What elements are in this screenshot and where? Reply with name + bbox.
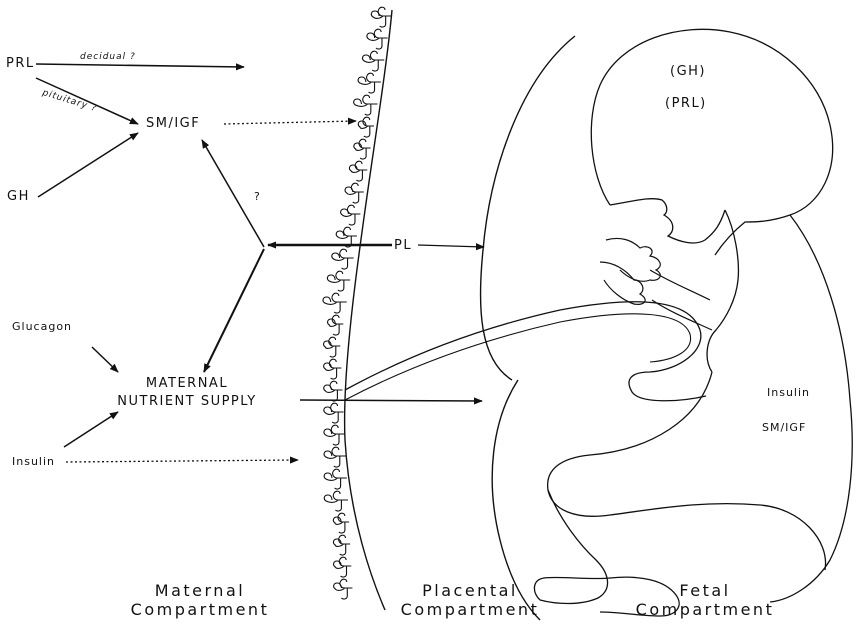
- caption-maternal: Maternal Compartment: [120, 581, 280, 619]
- label-fetal-gh: (GH): [670, 64, 706, 79]
- label-pl: PL: [394, 238, 412, 253]
- chorionic-villus: [341, 205, 361, 225]
- arrow-glucagon-nutrient: [92, 347, 118, 372]
- chorionic-villus: [332, 249, 354, 269]
- label-insulin-maternal: Insulin: [12, 455, 55, 468]
- fetus-face: [610, 199, 725, 243]
- label-maternal-nutrient-1: MATERNAL: [112, 376, 262, 391]
- umbilical-cord-inner: [345, 314, 691, 400]
- caption-maternal-line2: Compartment: [120, 600, 280, 619]
- arrow-nutrient-to-fetus: [300, 400, 482, 401]
- chorionic-villus: [324, 381, 343, 401]
- amniotic-sac-outline: [480, 36, 575, 380]
- caption-placental-line2: Compartment: [390, 600, 550, 619]
- caption-placental: Placental Compartment: [390, 581, 550, 619]
- caption-fetal-line2: Compartment: [625, 600, 785, 619]
- chorionic-villus: [334, 557, 352, 577]
- label-question: ?: [254, 190, 261, 203]
- caption-fetal: Fetal Compartment: [625, 581, 785, 619]
- umbilical-cord: [345, 302, 706, 401]
- arrow-prl-decidual: [36, 64, 244, 67]
- label-fetal-sm-igf: SM/IGF: [762, 421, 806, 434]
- arrow-insulin-placenta: [66, 460, 298, 462]
- arrow-smigf-placenta: [224, 121, 356, 124]
- chorionic-villus: [324, 469, 347, 489]
- label-fetal-insulin: Insulin: [767, 386, 810, 399]
- chorionic-villus: [324, 447, 346, 467]
- label-maternal-nutrient-2: NUTRIENT SUPPLY: [112, 394, 262, 409]
- chorionic-villus: [367, 29, 388, 49]
- chorionic-villus: [327, 271, 350, 291]
- fetus-head: [591, 29, 832, 255]
- chorionic-villus: [323, 293, 347, 313]
- chorionic-villus: [328, 315, 344, 335]
- label-gh: GH: [7, 189, 30, 204]
- arrow-branch-to-nutrient: [204, 249, 264, 372]
- chorionic-villus: [371, 7, 391, 27]
- caption-maternal-line1: Maternal: [120, 581, 280, 600]
- fetus-arm: [650, 270, 712, 330]
- fetus-hand-lower: [600, 262, 645, 304]
- chorionic-villus: [334, 579, 353, 599]
- label-glucagon: Glucagon: [12, 320, 72, 333]
- chorionic-villus: [324, 337, 341, 357]
- chorionic-villus: [363, 51, 385, 71]
- chorionic-villus: [358, 117, 374, 137]
- label-sm-igf-maternal: SM/IGF: [146, 116, 200, 131]
- chorionic-villus: [324, 425, 345, 445]
- fetus-back: [770, 215, 852, 602]
- fetus-lower-leg: [540, 490, 608, 604]
- chorionic-villus: [324, 491, 348, 511]
- chorionic-villus: [333, 535, 350, 555]
- chorionic-villus: [354, 95, 378, 115]
- chorionic-villus: [358, 73, 381, 93]
- caption-fetal-line1: Fetal: [625, 581, 785, 600]
- chorionic-villus: [324, 403, 344, 423]
- placental-wall: [345, 10, 392, 610]
- chorionic-villus: [349, 161, 367, 181]
- arrow-gh-smigf: [38, 133, 138, 197]
- chorionic-villus: [354, 139, 371, 159]
- fetus-hand-upper: [606, 238, 660, 281]
- caption-placental-line1: Placental: [390, 581, 550, 600]
- arrow-insulin-nutrient: [64, 412, 118, 447]
- chorionic-villus: [333, 513, 349, 533]
- chorionic-villus: [345, 183, 364, 203]
- chorionic-villus: [324, 359, 342, 379]
- fetus-thigh: [548, 372, 826, 570]
- label-decidual: decidual ?: [80, 52, 136, 62]
- label-prl: PRL: [6, 56, 35, 71]
- arrow-pl-to-fetus: [418, 245, 484, 247]
- label-fetal-prl: (PRL): [665, 96, 707, 111]
